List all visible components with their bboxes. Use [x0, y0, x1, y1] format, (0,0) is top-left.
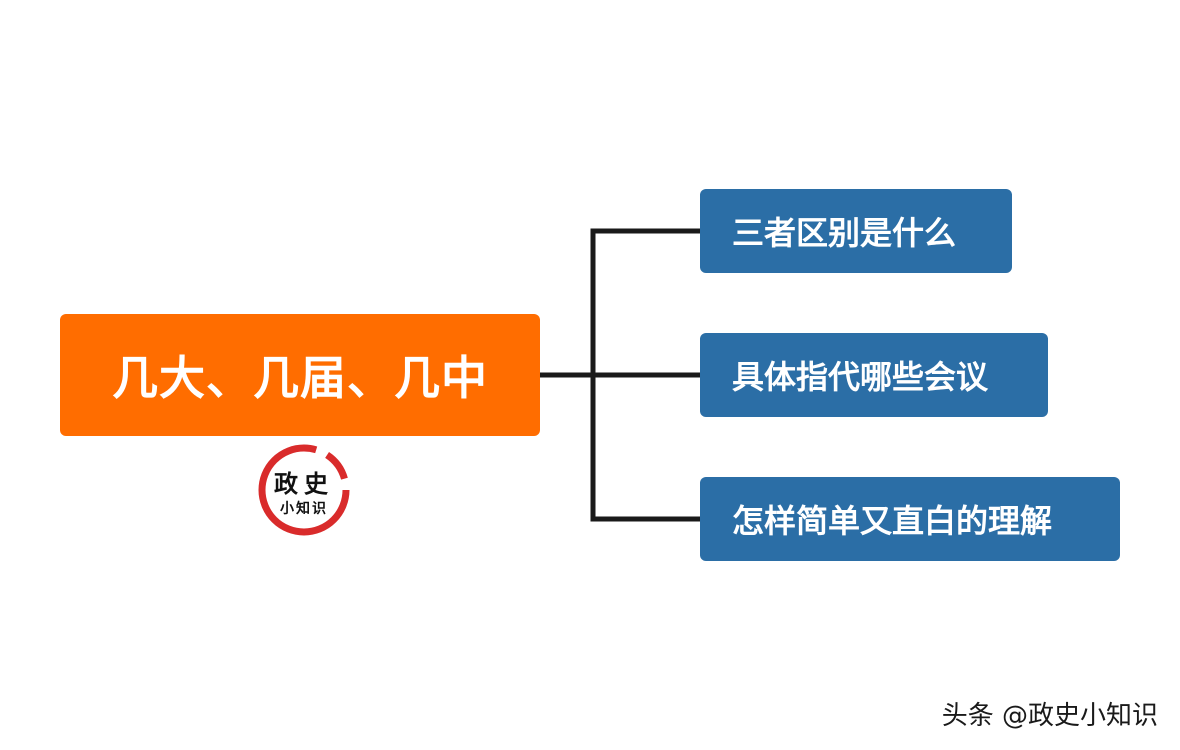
seal-text-line1: 政史: [274, 469, 334, 498]
watermark: 头条 @政史小知识: [941, 701, 1158, 731]
branch-node-label: 具体指代哪些会议: [732, 358, 989, 396]
branch-node-3[interactable]: 怎样简单又直白的理解: [700, 477, 1120, 561]
seal-text-line2: 小知识: [280, 501, 328, 517]
branch-node-label: 怎样简单又直白的理解: [732, 502, 1053, 540]
seal-ring-icon: [258, 444, 350, 536]
root-node-label: 几大、几届、几中: [112, 351, 488, 405]
branch-node-2[interactable]: 具体指代哪些会议: [700, 333, 1048, 417]
branch-node-label: 三者区别是什么: [732, 214, 957, 252]
branch-node-1[interactable]: 三者区别是什么: [700, 189, 1012, 273]
seal-logo: 政史 小知识: [256, 442, 352, 538]
root-node[interactable]: 几大、几届、几中: [60, 314, 540, 436]
